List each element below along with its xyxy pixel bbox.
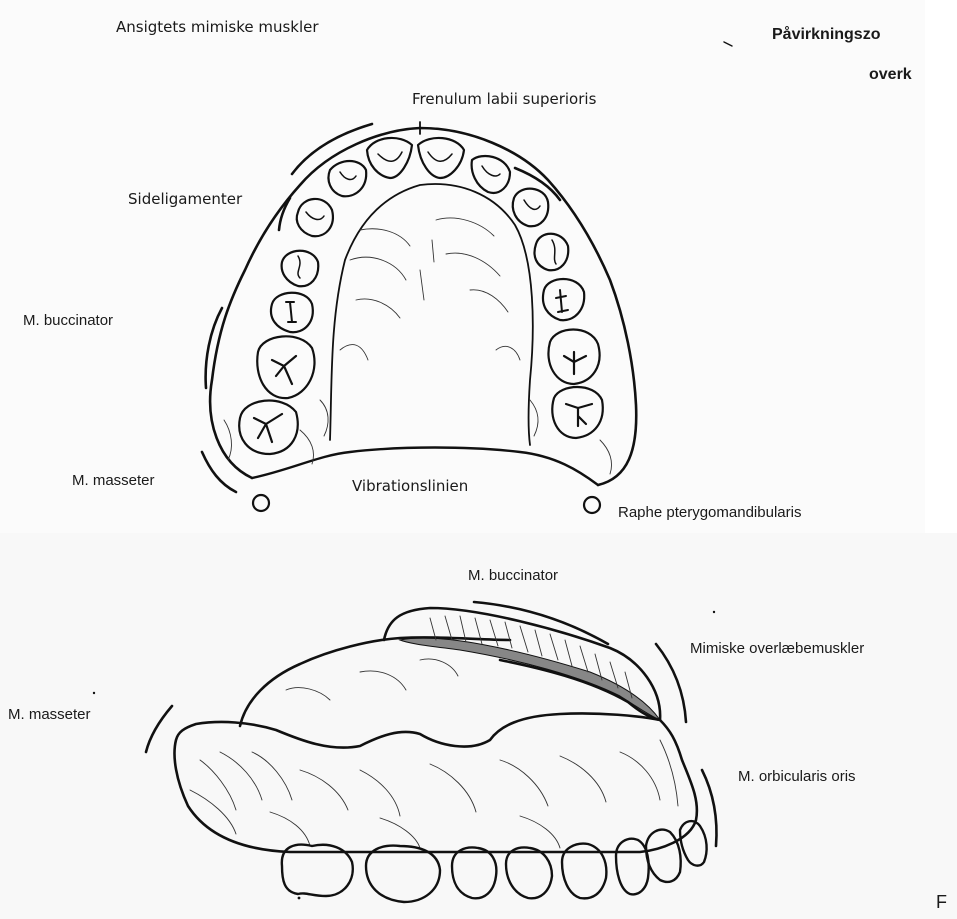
label-ansigtets-mimiske-muskler: Ansigtets mimiske muskler bbox=[116, 18, 319, 36]
front-teeth-row bbox=[282, 821, 707, 902]
bracket-masseter-bottom bbox=[146, 706, 172, 752]
heading-line-1: Påvirkningszo bbox=[772, 26, 880, 44]
label-sideligamenter: Sideligamenter bbox=[128, 190, 242, 208]
label-mimiske-overlaebemuskler: Mimiske overlæbemuskler bbox=[690, 640, 864, 657]
label-frenulum: Frenulum labii superioris bbox=[412, 90, 596, 108]
buccinator-lobe-outline bbox=[384, 608, 660, 720]
tooth-front-7 bbox=[646, 830, 681, 882]
bracket-buccinator-bottom bbox=[474, 602, 608, 644]
label-masseter-bottom: M. masseter bbox=[8, 706, 91, 723]
label-vibrationslinien: Vibrationslinien bbox=[352, 477, 468, 495]
tooth-front-6 bbox=[616, 839, 649, 895]
tooth-front-2 bbox=[366, 846, 440, 902]
denture-body-outline bbox=[175, 713, 697, 852]
label-raphe: Raphe pterygomandibularis bbox=[618, 504, 801, 521]
figure-corner-letter: F bbox=[936, 892, 947, 913]
label-buccinator-top: M. buccinator bbox=[23, 312, 113, 329]
heading-line-2: overk bbox=[869, 66, 912, 84]
label-orbicularis-oris: M. orbicularis oris bbox=[738, 768, 856, 785]
tooth-front-3 bbox=[452, 848, 496, 899]
label-masseter-top: M. masseter bbox=[72, 472, 155, 489]
tooth-front-4 bbox=[506, 848, 552, 899]
label-buccinator-bottom: M. buccinator bbox=[468, 567, 558, 584]
